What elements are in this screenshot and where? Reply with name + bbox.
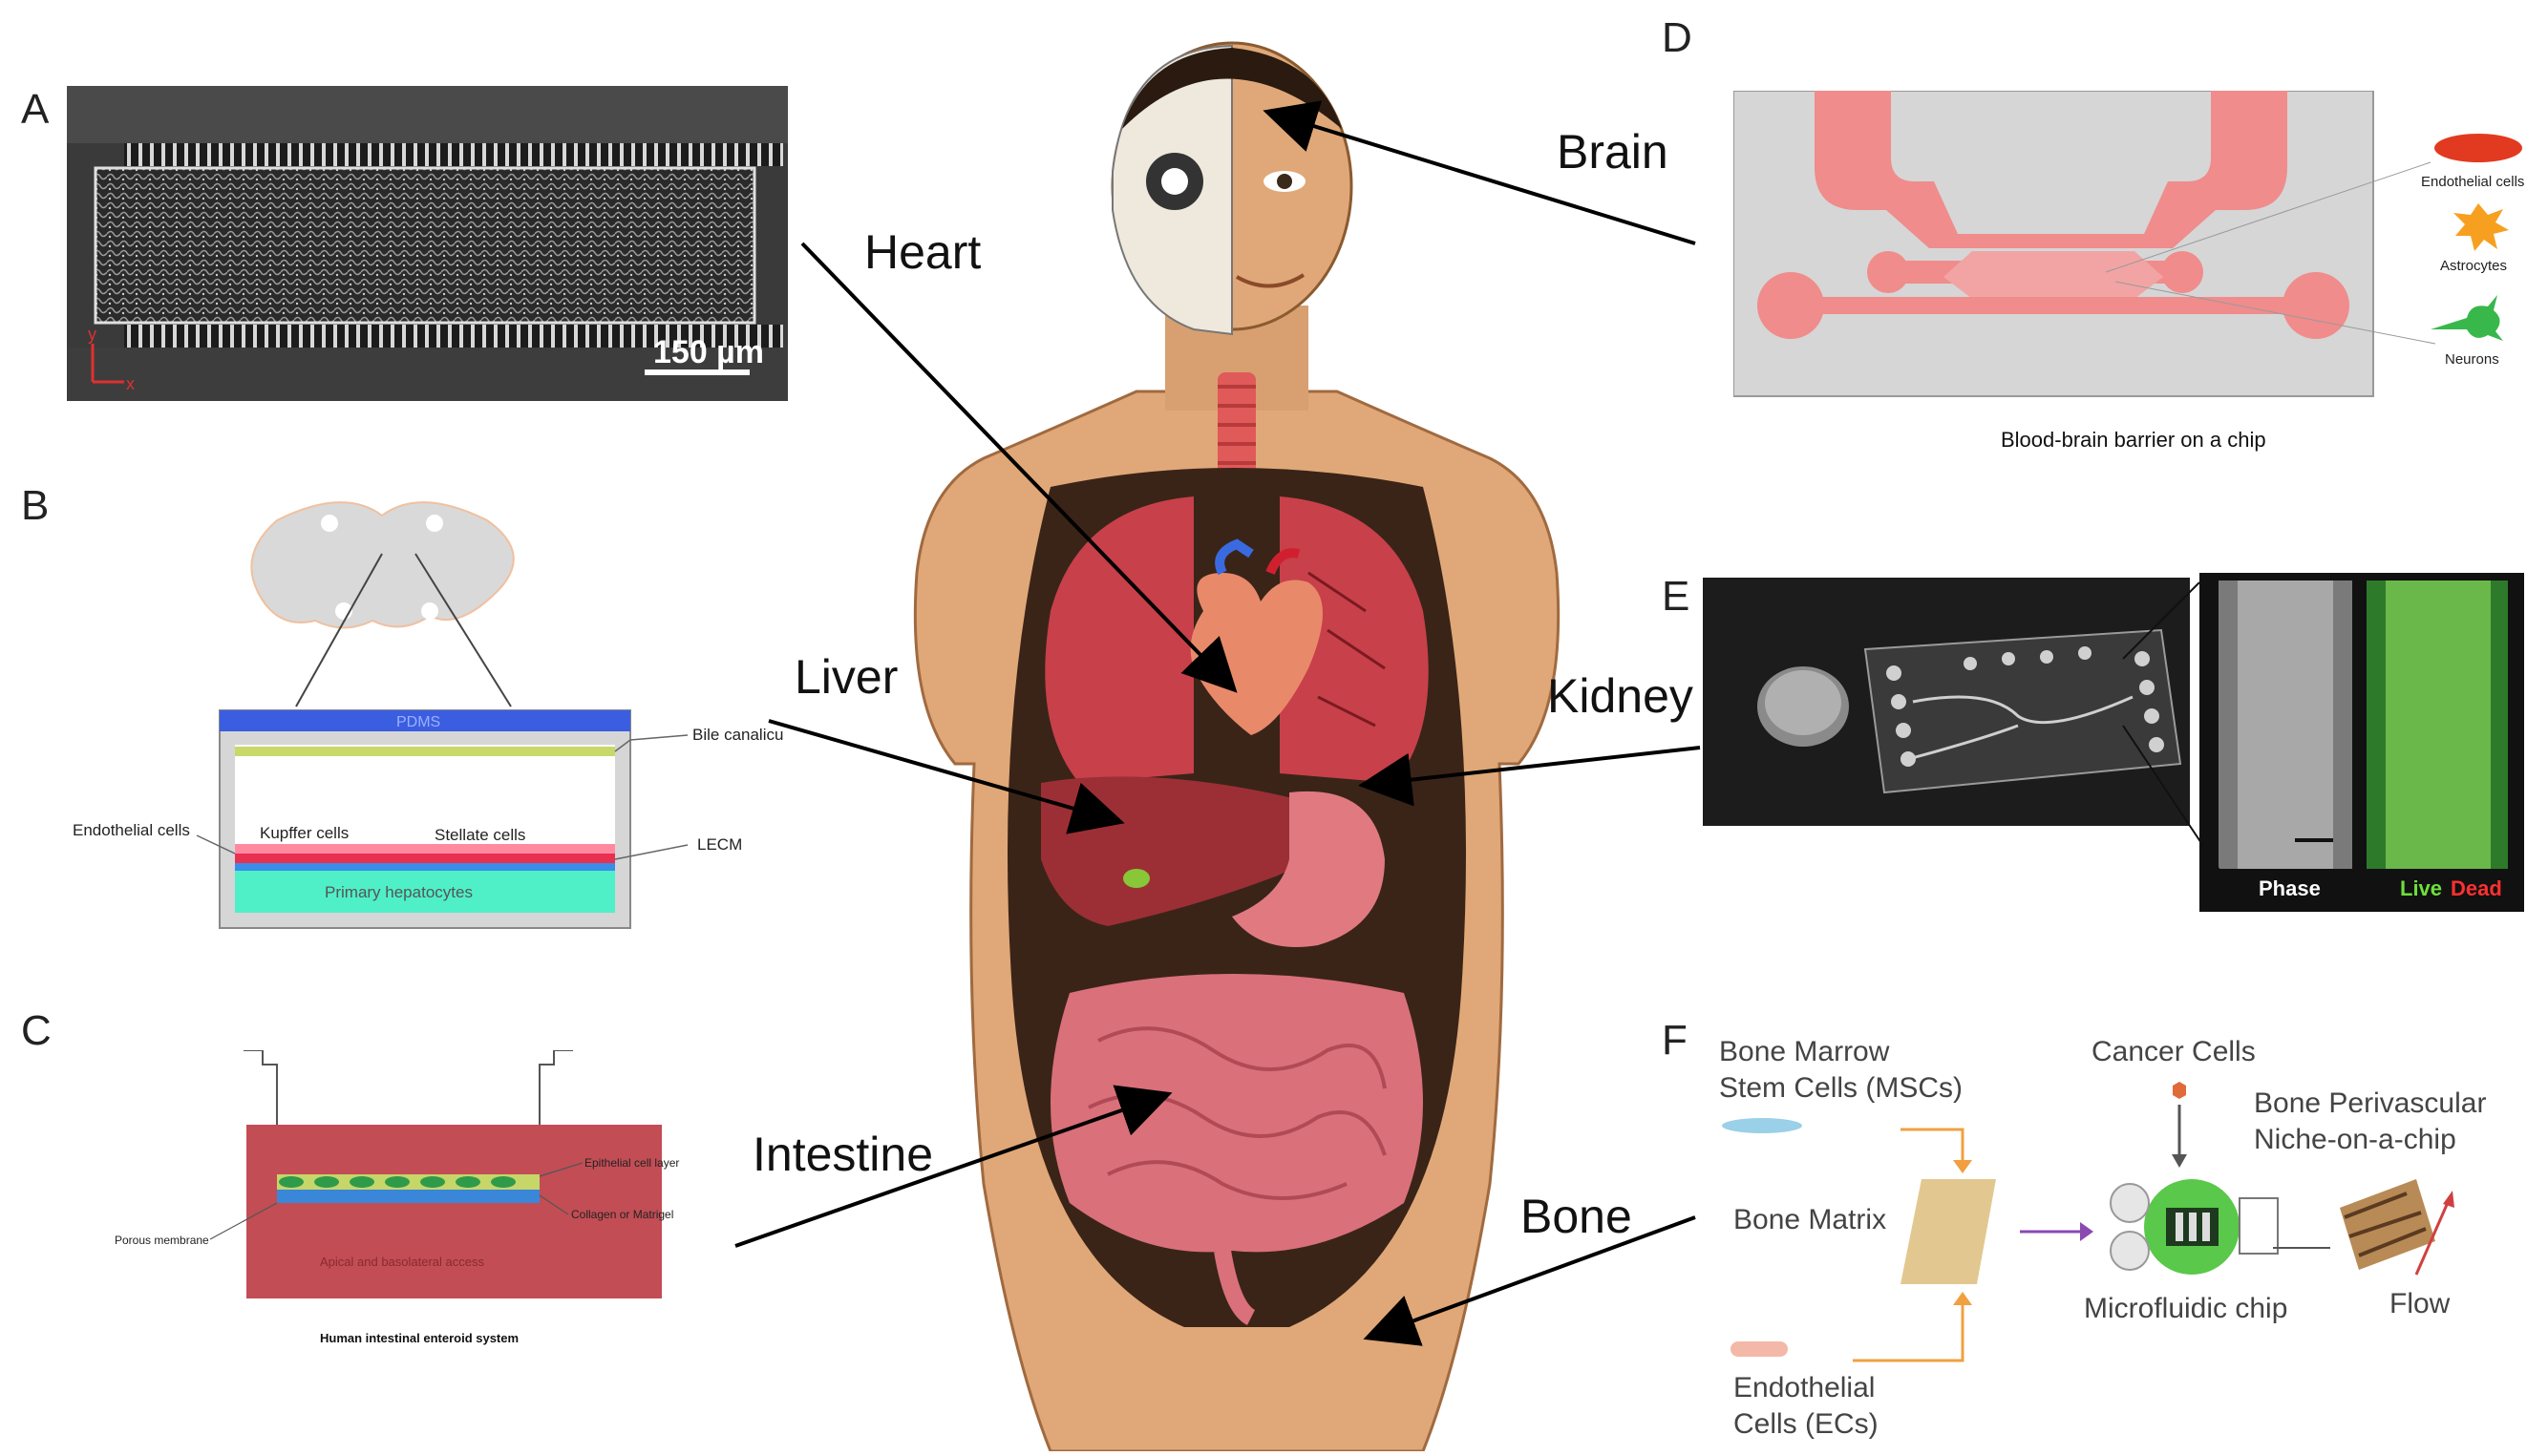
- cancer-label: Cancer Cells: [2091, 1036, 2256, 1067]
- astrocyte-icon: [2453, 203, 2509, 251]
- arrow-bone: [1363, 1215, 1696, 1346]
- arrow-liver: [768, 719, 1125, 834]
- lecm-label: LECM: [697, 835, 742, 854]
- kupffer-label: Kupffer cells: [260, 824, 349, 842]
- label-bone: Bone: [1520, 1190, 1632, 1243]
- label-heart: Heart: [864, 225, 982, 279]
- label-intestine: Intestine: [753, 1128, 934, 1181]
- d-astrocytes-label: Astrocytes: [2440, 258, 2507, 274]
- axis-x-label: x: [126, 374, 135, 393]
- intestines: [1051, 974, 1423, 1253]
- endothelial-cell-icon: [2434, 134, 2522, 162]
- cancer-cell-icon: [2173, 1082, 2186, 1099]
- axis-y-label: y: [88, 325, 96, 344]
- access-label: Apical and basolateral access: [320, 1255, 484, 1269]
- dead-label: Dead: [2451, 876, 2502, 900]
- well-medium: [246, 1125, 662, 1298]
- panel-letter-f: F: [1662, 1017, 1688, 1064]
- caption-c: Human intestinal enteroid system: [320, 1331, 519, 1345]
- caption-d: Blood-brain barrier on a chip: [2001, 428, 2266, 452]
- niche-label-1: Bone Perivascular: [2254, 1087, 2486, 1119]
- panel-d-bbb-chip: Endothelial cells Astrocytes Neurons Blo…: [1732, 90, 2545, 463]
- d-endothelial-label: Endothelial cells: [2421, 174, 2524, 190]
- phase-label: Phase: [2259, 876, 2321, 900]
- label-liver: Liver: [795, 650, 899, 704]
- arrow-intestine: [734, 1085, 1173, 1248]
- endothelial-label: Endothelial cells: [73, 821, 190, 839]
- bile-label: Bile canaliculi: [692, 726, 783, 744]
- ec-cell-icon: [1731, 1341, 1788, 1357]
- ec-label-2: Cells (ECs): [1733, 1408, 1879, 1440]
- msc-cell-icon: [1722, 1118, 1802, 1133]
- scale-bar-label: 150 µm: [653, 334, 764, 370]
- panel-c-intestine-chip: Apical and basolateral access Epithelial…: [86, 1049, 754, 1356]
- live-label: Live: [2400, 876, 2442, 900]
- neuron-icon: [2431, 295, 2503, 341]
- right-lung: [1280, 496, 1429, 783]
- flow-label: Flow: [2389, 1288, 2451, 1319]
- pdms-label: PDMS: [396, 714, 440, 730]
- panel-e-kidney-chip: Phase Live Dead: [1703, 573, 2548, 917]
- label-brain: Brain: [1557, 125, 1668, 179]
- arrow-kidney: [1358, 746, 1701, 807]
- panel-letter-a: A: [21, 86, 50, 133]
- panel-letter-b: B: [21, 482, 50, 529]
- panel-letter-e: E: [1662, 573, 1690, 620]
- panel-letter-d: D: [1662, 14, 1692, 61]
- arrow-brain: [1263, 100, 1696, 245]
- left-lung: [1045, 496, 1194, 783]
- bmsc-label-2: Stem Cells (MSCs): [1719, 1072, 1963, 1104]
- ec-label-1: Endothelial: [1733, 1372, 1875, 1403]
- hepatocytes-label: Primary hepatocytes: [325, 883, 473, 901]
- panel-b-liver-chip: PDMS Primary hepatocytes Kupffer cells S…: [57, 477, 791, 945]
- arrow-heart: [800, 242, 1238, 693]
- chip-outline-shape: [250, 501, 515, 629]
- porous-label: Porous membrane: [115, 1234, 209, 1247]
- matrix-label: Bone Matrix: [1733, 1204, 1886, 1235]
- collagen-label: Collagen or Matrigel: [571, 1208, 673, 1221]
- label-kidney: Kidney: [1547, 669, 1693, 723]
- bone-matrix-block: [1900, 1179, 1996, 1284]
- chip-label: Microfluidic chip: [2084, 1293, 2287, 1324]
- bmsc-label-1: Bone Marrow: [1719, 1036, 1890, 1067]
- stomach: [1232, 791, 1385, 947]
- niche-label-2: Niche-on-a-chip: [2254, 1124, 2456, 1155]
- panel-a-micrograph: 150 µm x y: [67, 86, 788, 401]
- d-neurons-label: Neurons: [2445, 351, 2499, 368]
- panel-letter-c: C: [21, 1007, 52, 1054]
- panel-f-bone-niche: Bone Marrow Stem Cells (MSCs) Cancer Cel…: [1709, 1026, 2548, 1446]
- epithelial-label: Epithelial cell layer: [584, 1156, 679, 1170]
- heart: [1190, 573, 1323, 735]
- stellate-label: Stellate cells: [435, 826, 525, 844]
- micrograph-image: 150 µm x y: [67, 86, 788, 401]
